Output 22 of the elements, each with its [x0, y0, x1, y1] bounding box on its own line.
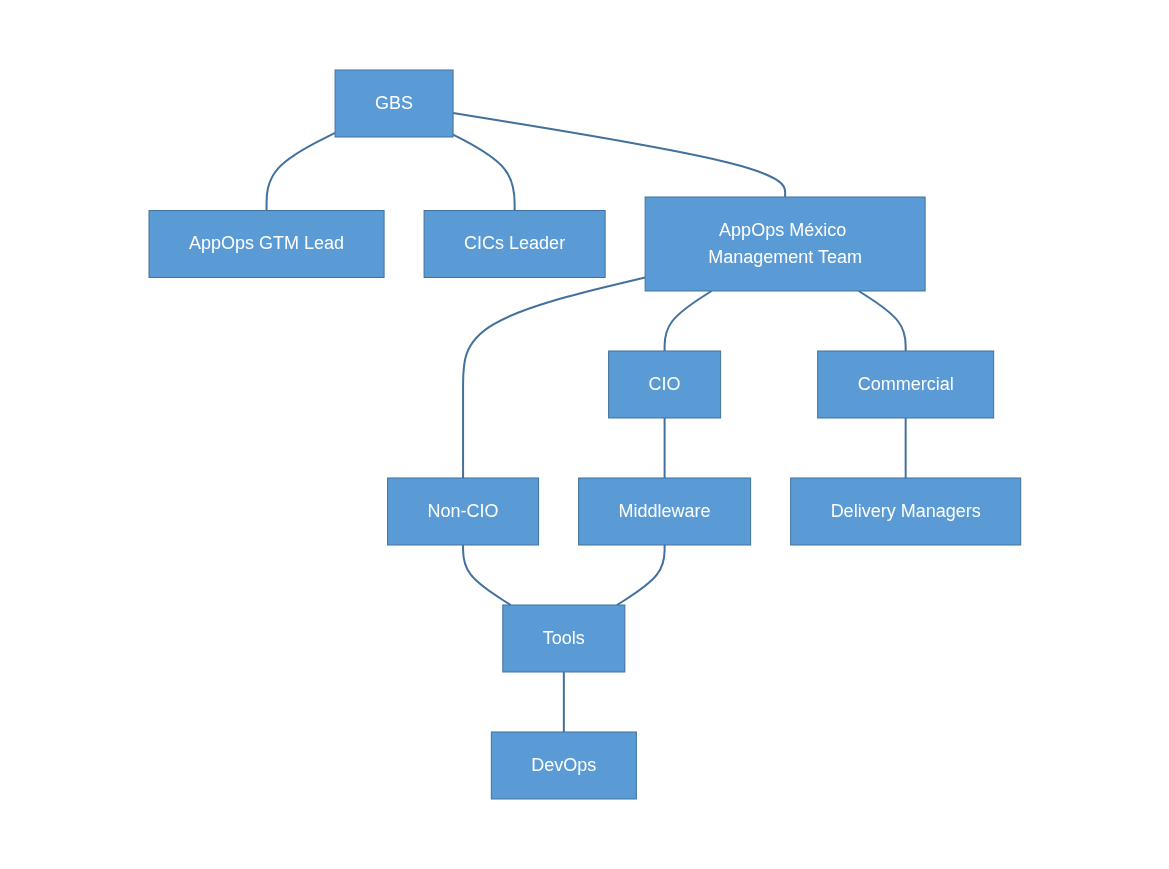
node-box: Middleware [577, 477, 751, 546]
connector [451, 112, 786, 198]
node-box: Commercial [816, 350, 994, 419]
connector [904, 417, 907, 479]
connector [857, 290, 907, 352]
connector [461, 276, 646, 479]
connector [615, 544, 666, 606]
node-box: GBS [334, 69, 454, 138]
node-box: AppOps GTM Lead [148, 210, 385, 278]
node-box: CIO [607, 350, 721, 419]
connector [663, 417, 666, 479]
connector [562, 671, 565, 733]
connector [451, 133, 516, 212]
node-box: Delivery Managers [789, 477, 1021, 546]
node-box: CICs Leader [423, 210, 606, 278]
connector [461, 544, 512, 606]
connector [265, 131, 336, 212]
node-box: DevOps [490, 731, 637, 800]
connector [663, 290, 713, 352]
node-box: Tools [502, 604, 625, 673]
node-box: AppOps México Management Team [644, 196, 926, 292]
node-box: Non-CIO [386, 477, 539, 546]
